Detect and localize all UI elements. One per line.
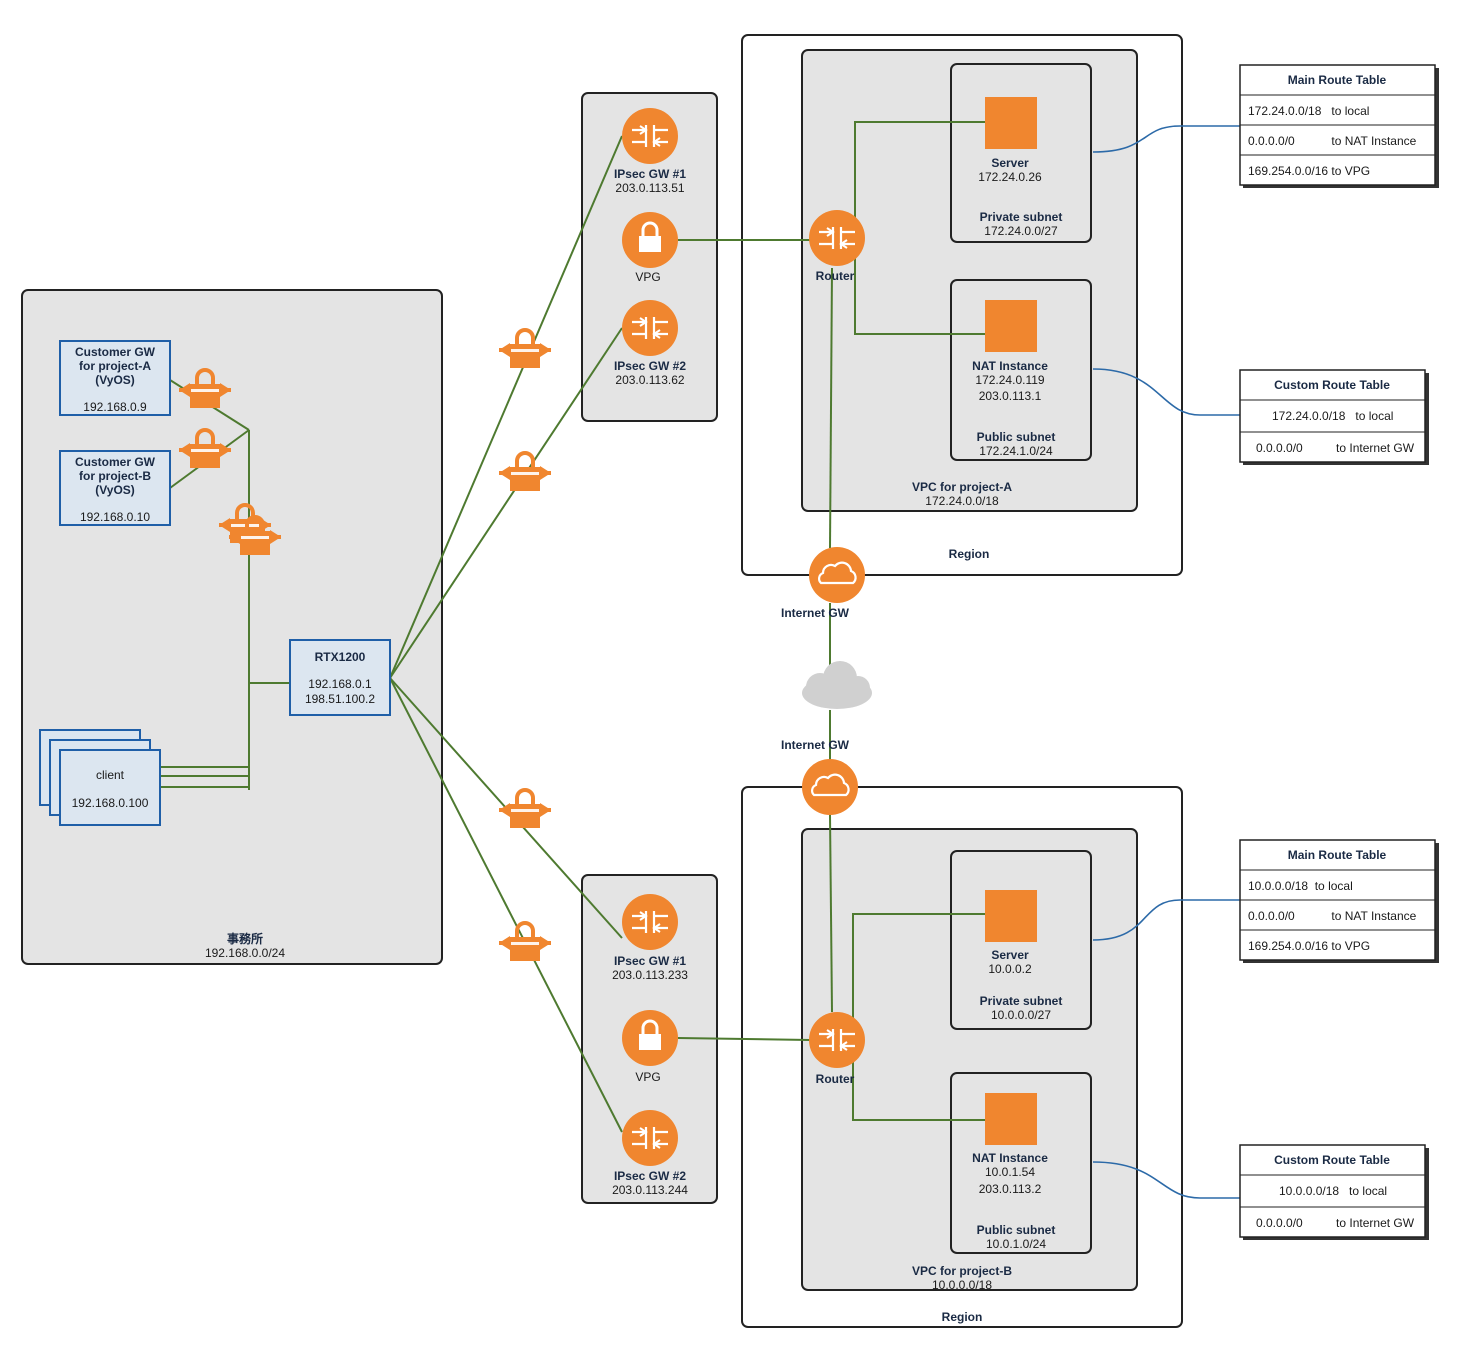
route-link-bottom-main — [1092, 899, 1240, 941]
bottom-custom-rt-row: 10.0.0.0/18 to local — [1279, 1184, 1387, 1198]
customer-gw-b-line3: (VyOS) — [95, 483, 135, 497]
bottom-custom-rt-title: Custom Route Table — [1274, 1153, 1390, 1167]
customer-gw-b-ip: 192.168.0.10 — [80, 510, 150, 524]
bottom-router-label: Router — [816, 1072, 855, 1086]
ipsec-gw-router-icon[interactable] — [620, 298, 680, 358]
internet-gateway-icon[interactable] — [800, 757, 860, 817]
bottom-public-subnet-cidr: 10.0.1.0/24 — [986, 1237, 1046, 1251]
bottom-nat-label: NAT Instance — [972, 1151, 1048, 1165]
top-vpc-cidr: 172.24.0.0/18 — [925, 494, 999, 508]
bottom-main-rt-row: 169.254.0.0/16 to VPG — [1248, 939, 1370, 953]
bottom-main-rt-title: Main Route Table — [1288, 848, 1387, 862]
office-title: 事務所 — [227, 931, 263, 946]
top-private-subnet-cidr: 172.24.0.0/27 — [984, 224, 1058, 238]
bottom-vpc-label: VPC for project-B — [912, 1264, 1012, 1278]
bottom-ipsec2-ip: 203.0.113.244 — [612, 1183, 688, 1197]
bottom-private-subnet-cidr: 10.0.0.0/27 — [991, 1008, 1051, 1022]
customer-gw-b-line2: for project-B — [79, 469, 151, 483]
vpc-router-icon[interactable] — [807, 208, 867, 268]
top-main-rt-row: 169.254.0.0/16 to VPG — [1248, 164, 1370, 178]
top-igw-label: Internet GW — [781, 606, 850, 620]
top-server-ip: 172.24.0.26 — [978, 170, 1042, 184]
bottom-main-rt-row: 0.0.0.0/0 to NAT Instance — [1248, 909, 1417, 923]
customer-gw-b-line1: Customer GW — [75, 455, 156, 469]
top-nat-ip2: 203.0.113.1 — [979, 389, 1042, 403]
bottom-vpg-label: VPG — [635, 1070, 660, 1084]
vpn-lock-icon — [497, 788, 553, 830]
vpg-icon[interactable] — [620, 210, 680, 270]
top-router-label: Router — [816, 269, 855, 283]
customer-gw-a-ip: 192.168.0.9 — [83, 400, 147, 414]
top-main-rt-row: 0.0.0.0/0 to NAT Instance — [1248, 134, 1417, 148]
customer-gw-a-line3: (VyOS) — [95, 373, 135, 387]
bottom-custom-route-table[interactable]: Custom Route Table 10.0.0.0/18 to local … — [1239, 1144, 1429, 1240]
top-public-subnet-cidr: 172.24.1.0/24 — [979, 444, 1053, 458]
top-nat-label: NAT Instance — [972, 359, 1048, 373]
customer-gw-a-line2: for project-A — [79, 359, 151, 373]
rtx-name: RTX1200 — [315, 650, 366, 664]
bottom-main-rt-row: 10.0.0.0/18 to local — [1248, 879, 1353, 893]
top-ipsec1-ip: 203.0.113.51 — [615, 181, 685, 195]
route-link-top-main — [1092, 125, 1240, 153]
top-region-label: Region — [949, 547, 990, 561]
vpn-lock-icon — [497, 328, 553, 370]
top-ipsec1-label: IPsec GW #1 — [614, 167, 686, 181]
client-box[interactable] — [59, 749, 161, 826]
top-vpc-label: VPC for project-A — [912, 480, 1012, 494]
top-nat-ip1: 172.24.0.119 — [975, 373, 1045, 387]
bottom-server-ip: 10.0.0.2 — [988, 962, 1032, 976]
top-vpg-label: VPG — [635, 270, 660, 284]
vpn-lock-icon — [497, 921, 553, 963]
top-main-route-table[interactable]: Main Route Table 172.24.0.0/18 to local … — [1239, 64, 1439, 188]
ipsec-gw-router-icon[interactable] — [620, 106, 680, 166]
bottom-nat-ip1: 10.0.1.54 — [985, 1165, 1035, 1179]
vpg-icon[interactable] — [620, 1008, 680, 1068]
rtx-ip1: 192.168.0.1 — [308, 677, 372, 691]
bottom-igw-label: Internet GW — [781, 738, 850, 752]
bottom-ipsec2-label: IPsec GW #2 — [614, 1169, 686, 1183]
bottom-main-route-table[interactable]: Main Route Table 10.0.0.0/18 to local 0.… — [1239, 839, 1439, 963]
top-server-instance[interactable] — [985, 97, 1037, 149]
bottom-custom-rt-row: 0.0.0.0/0 to Internet GW — [1256, 1216, 1415, 1230]
client-name: client — [96, 768, 125, 782]
vpn-lock-icon — [497, 451, 553, 493]
top-custom-route-table[interactable]: Custom Route Table 172.24.0.0/18 to loca… — [1239, 369, 1429, 465]
top-custom-rt-title: Custom Route Table — [1274, 378, 1390, 392]
route-link-bottom-custom — [1092, 1161, 1240, 1199]
top-public-subnet-label: Public subnet — [977, 430, 1056, 444]
top-nat-instance[interactable] — [985, 300, 1037, 352]
bottom-ipsec1-ip: 203.0.113.233 — [612, 968, 688, 982]
rtx1200-box[interactable] — [289, 639, 391, 716]
bottom-nat-instance[interactable] — [985, 1093, 1037, 1145]
top-server-label: Server — [991, 156, 1029, 170]
internet-cloud-icon — [802, 661, 872, 709]
ipsec-gw-router-icon[interactable] — [620, 892, 680, 952]
bottom-private-subnet-label: Private subnet — [980, 994, 1063, 1008]
client-ip: 192.168.0.100 — [72, 796, 149, 810]
internet-gateway-icon[interactable] — [807, 545, 867, 605]
top-private-subnet-label: Private subnet — [980, 210, 1063, 224]
bottom-nat-ip2: 203.0.113.2 — [979, 1182, 1042, 1196]
top-ipsec2-ip: 203.0.113.62 — [615, 373, 685, 387]
bottom-public-subnet-label: Public subnet — [977, 1223, 1056, 1237]
ipsec-gw-router-icon[interactable] — [620, 1108, 680, 1168]
bottom-ipsec1-label: IPsec GW #1 — [614, 954, 686, 968]
bottom-server-label: Server — [991, 948, 1029, 962]
customer-gw-a-line1: Customer GW — [75, 345, 156, 359]
bottom-region-label: Region — [942, 1310, 983, 1324]
vpc-router-icon[interactable] — [807, 1010, 867, 1070]
top-ipsec2-label: IPsec GW #2 — [614, 359, 686, 373]
customer-gw-b[interactable] — [59, 450, 171, 526]
top-main-rt-title: Main Route Table — [1288, 73, 1387, 87]
top-main-rt-row: 172.24.0.0/18 to local — [1248, 104, 1369, 118]
bottom-server-instance[interactable] — [985, 890, 1037, 942]
rtx-ip2: 198.51.100.2 — [305, 692, 375, 706]
bottom-vpc-cidr: 10.0.0.0/18 — [932, 1278, 992, 1292]
top-custom-rt-row: 172.24.0.0/18 to local — [1272, 409, 1393, 423]
top-custom-rt-row: 0.0.0.0/0 to Internet GW — [1256, 441, 1415, 455]
customer-gw-a[interactable] — [59, 340, 171, 416]
network-links — [160, 121, 985, 1133]
office-cidr: 192.168.0.0/24 — [205, 946, 285, 960]
route-link-top-custom — [1092, 368, 1240, 416]
